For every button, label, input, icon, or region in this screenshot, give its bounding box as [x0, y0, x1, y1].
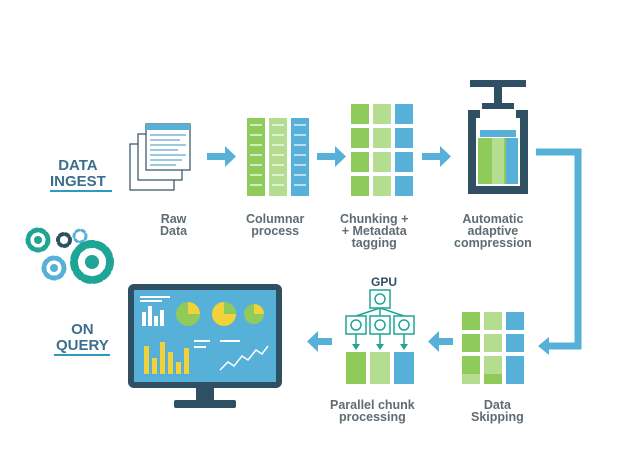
data-skipping-grid-icon	[462, 312, 524, 384]
gears-icon	[25, 227, 114, 284]
clamp-compression-icon	[468, 80, 528, 194]
data-ingest-heading: DATA INGEST	[50, 157, 106, 190]
data-ingest-underline	[50, 190, 112, 192]
chunk-grid-icon	[351, 104, 413, 196]
gpu-label: GPU	[371, 275, 398, 289]
on-query-underline	[54, 354, 110, 356]
raw-data-sheets-icon	[129, 123, 191, 191]
gpu-chips-icon	[345, 289, 415, 384]
columnar-blocks-icon	[247, 118, 309, 196]
on-query-heading: ON QUERY	[56, 321, 109, 354]
dashboard-monitor-icon	[128, 284, 282, 408]
